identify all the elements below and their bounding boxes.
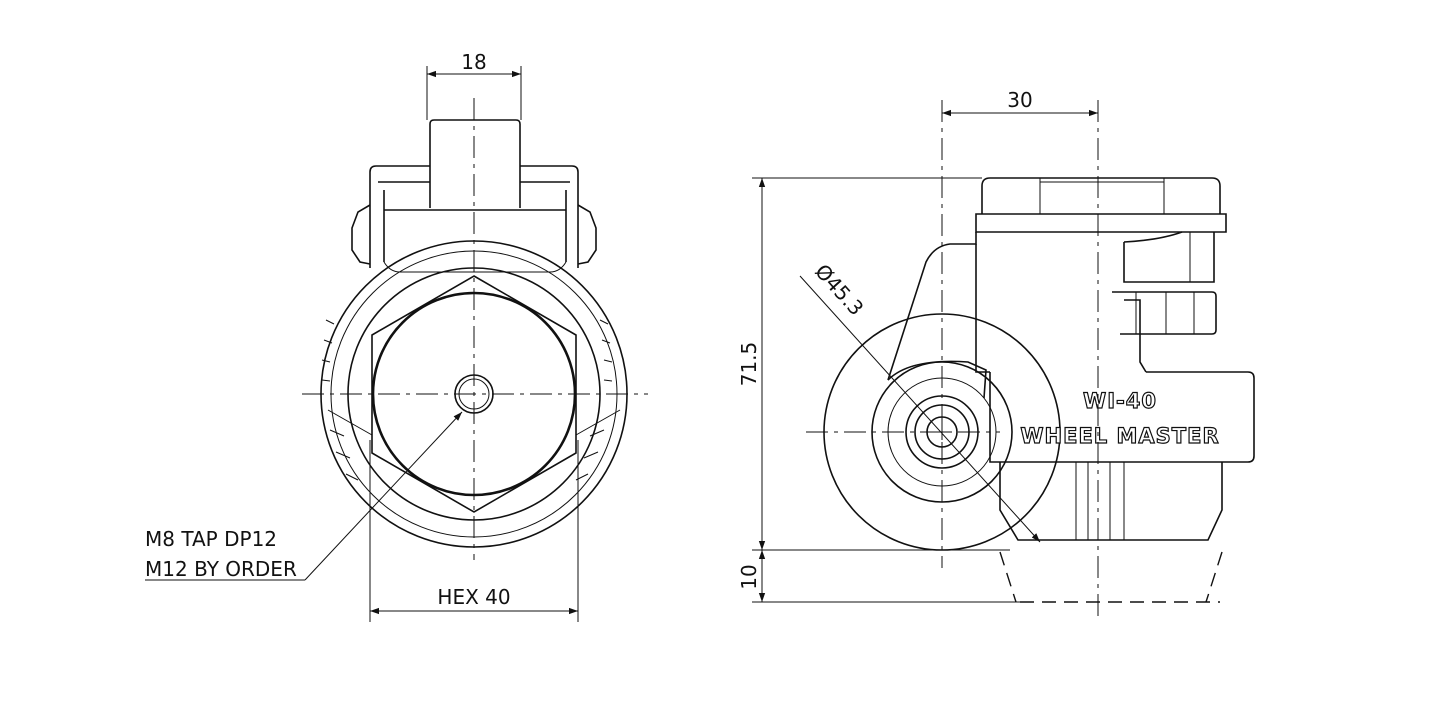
callout-line1: M8 TAP DP12 bbox=[145, 527, 277, 551]
side-top-cap bbox=[975, 177, 1227, 233]
tap-callout: M8 TAP DP12 M12 BY ORDER bbox=[145, 411, 463, 581]
dim-18-text: 18 bbox=[461, 50, 486, 74]
brand-label: WHEEL MASTER bbox=[1020, 424, 1219, 448]
front-view: 18 HEX 40 M8 TAP DP12 M12 BY ORDER bbox=[145, 50, 648, 622]
dim-18: 18 bbox=[426, 50, 522, 120]
dim-diameter-text: Ø45.3 bbox=[810, 259, 868, 320]
dim-10-text: 10 bbox=[737, 564, 761, 589]
dim-10: 10 bbox=[737, 550, 766, 602]
dim-71-5: 71.5 bbox=[737, 178, 766, 550]
side-lower-pad bbox=[999, 462, 1223, 603]
dim-30-text: 30 bbox=[1007, 88, 1032, 112]
model-label: WI-40 bbox=[1083, 389, 1157, 413]
hex-nut bbox=[371, 275, 577, 513]
front-bracket bbox=[351, 165, 597, 273]
front-stem bbox=[429, 119, 521, 208]
side-body bbox=[887, 231, 1255, 463]
callout-line2: M12 BY ORDER bbox=[145, 557, 297, 581]
side-view: WI-40 WHEEL MASTER 30 71.5 10 Ø45.3 bbox=[737, 88, 1255, 620]
dim-30: 30 bbox=[942, 88, 1098, 117]
front-tread-marks bbox=[321, 319, 613, 481]
dim-71-5-text: 71.5 bbox=[737, 342, 761, 387]
dim-hex: HEX 40 bbox=[369, 440, 579, 622]
dim-hex-text: HEX 40 bbox=[437, 585, 510, 609]
